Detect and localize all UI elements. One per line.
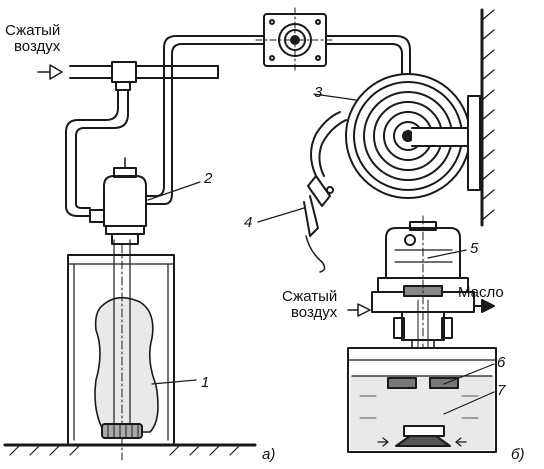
air-inlet-label-b-line1: Сжатый <box>282 288 338 305</box>
tank-b <box>347 347 497 453</box>
oil-barrel-a <box>67 239 175 461</box>
callout-6: 6 <box>497 354 506 371</box>
callout-7: 7 <box>497 382 506 399</box>
wall <box>480 8 495 227</box>
air-inlet-label-a-line1: Сжатый <box>5 22 61 39</box>
leader-lines <box>147 93 495 415</box>
air-inlet-label-b-line2: воздух <box>291 304 338 321</box>
pump-a <box>89 157 147 245</box>
floor-a <box>3 443 257 456</box>
part-b-label: б) <box>511 446 525 463</box>
oil-outlet-label: Масло <box>458 284 504 301</box>
hose-reel <box>345 73 481 199</box>
callout-3: 3 <box>314 84 323 101</box>
callout-2: 2 <box>204 170 213 187</box>
swivel-joint <box>255 7 411 131</box>
part-a-label: а) <box>262 446 276 463</box>
air-inlet-label-a-line2: воздух <box>14 38 61 55</box>
grease-gun <box>303 111 347 273</box>
air-line-a <box>37 35 265 217</box>
callout-4: 4 <box>244 214 253 231</box>
callout-5: 5 <box>470 240 479 257</box>
callout-1: 1 <box>201 374 210 391</box>
